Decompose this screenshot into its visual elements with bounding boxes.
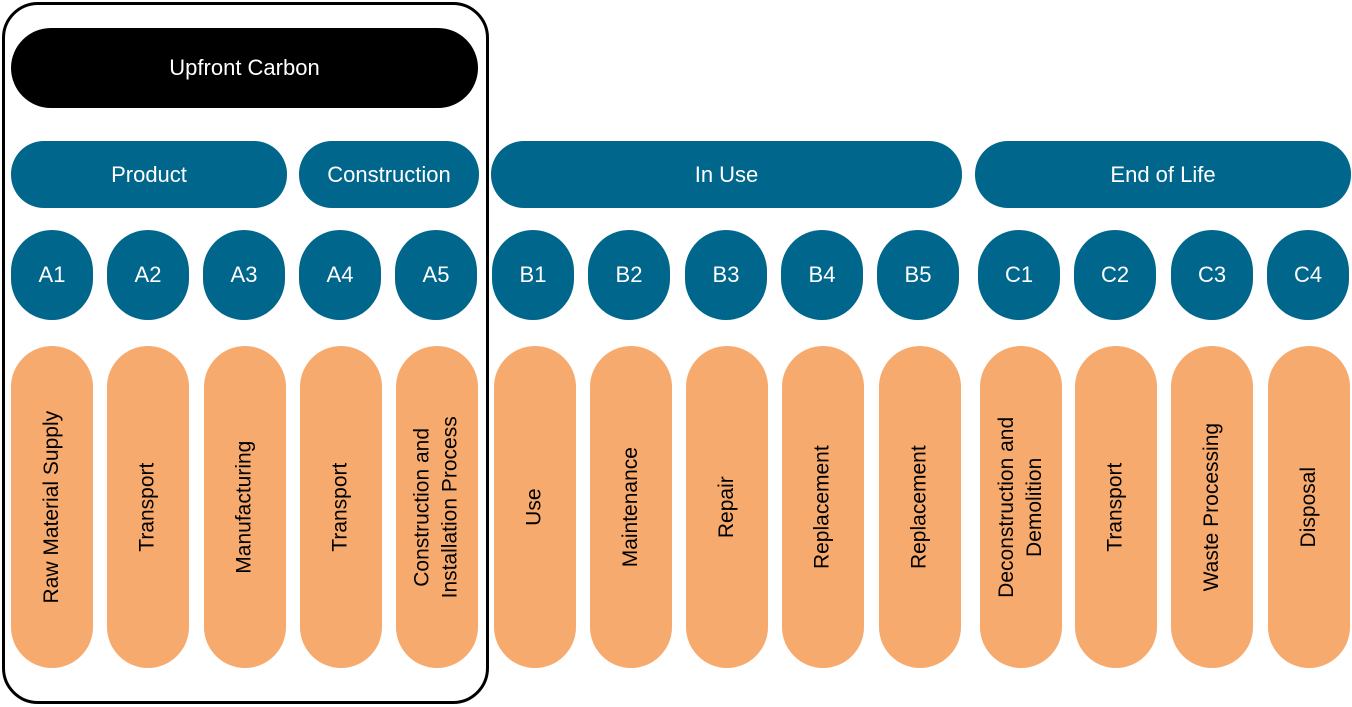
module-b5: B5 [877,230,959,320]
module-a5: A5 [395,230,477,320]
stage-label: Maintenance [618,446,642,568]
stage-label: Raw Material Supply [39,410,63,604]
stage-label: Manufacturing [232,440,256,574]
stage-c4: Disposal [1268,346,1350,668]
module-a1: A1 [11,230,93,320]
stage-b5: Replacement [879,346,961,668]
module-a3: A3 [203,230,285,320]
phase-product: Product [11,141,287,208]
stage-b2: Maintenance [590,346,672,668]
stage-label: Replacement [907,445,931,569]
stage-label: Waste Processing [1199,422,1223,592]
module-a2: A2 [107,230,189,320]
module-a4: A4 [299,230,381,320]
stage-b1: Use [494,346,576,668]
module-b2: B2 [588,230,670,320]
stage-c3: Waste Processing [1171,346,1253,668]
stage-label: Disposal [1296,466,1320,548]
stage-label: Transport [1103,462,1127,552]
stage-label: Transport [135,462,159,552]
upfront-carbon-label: Upfront Carbon [11,28,478,108]
stage-a2: Transport [107,346,189,668]
stage-label: Transport [328,462,352,552]
stage-b3: Repair [686,346,768,668]
module-c4: C4 [1267,230,1349,320]
stage-a1: Raw Material Supply [11,346,93,668]
module-c3: C3 [1171,230,1253,320]
stage-b4: Replacement [782,346,864,668]
phase-construction: Construction [299,141,479,208]
stage-c2: Transport [1075,346,1157,668]
stage-a4: Transport [300,346,382,668]
module-b3: B3 [685,230,767,320]
module-b1: B1 [492,230,574,320]
stage-label: Replacement [810,445,834,569]
phase-in-use: In Use [491,141,962,208]
phase-end-of-life: End of Life [975,141,1351,208]
stage-label: Repair [714,476,738,538]
stage-label: Use [522,488,546,526]
module-c2: C2 [1074,230,1156,320]
module-b4: B4 [781,230,863,320]
module-c1: C1 [978,230,1060,320]
stage-a3: Manufacturing [204,346,286,668]
upfront-carbon-frame [2,2,489,704]
